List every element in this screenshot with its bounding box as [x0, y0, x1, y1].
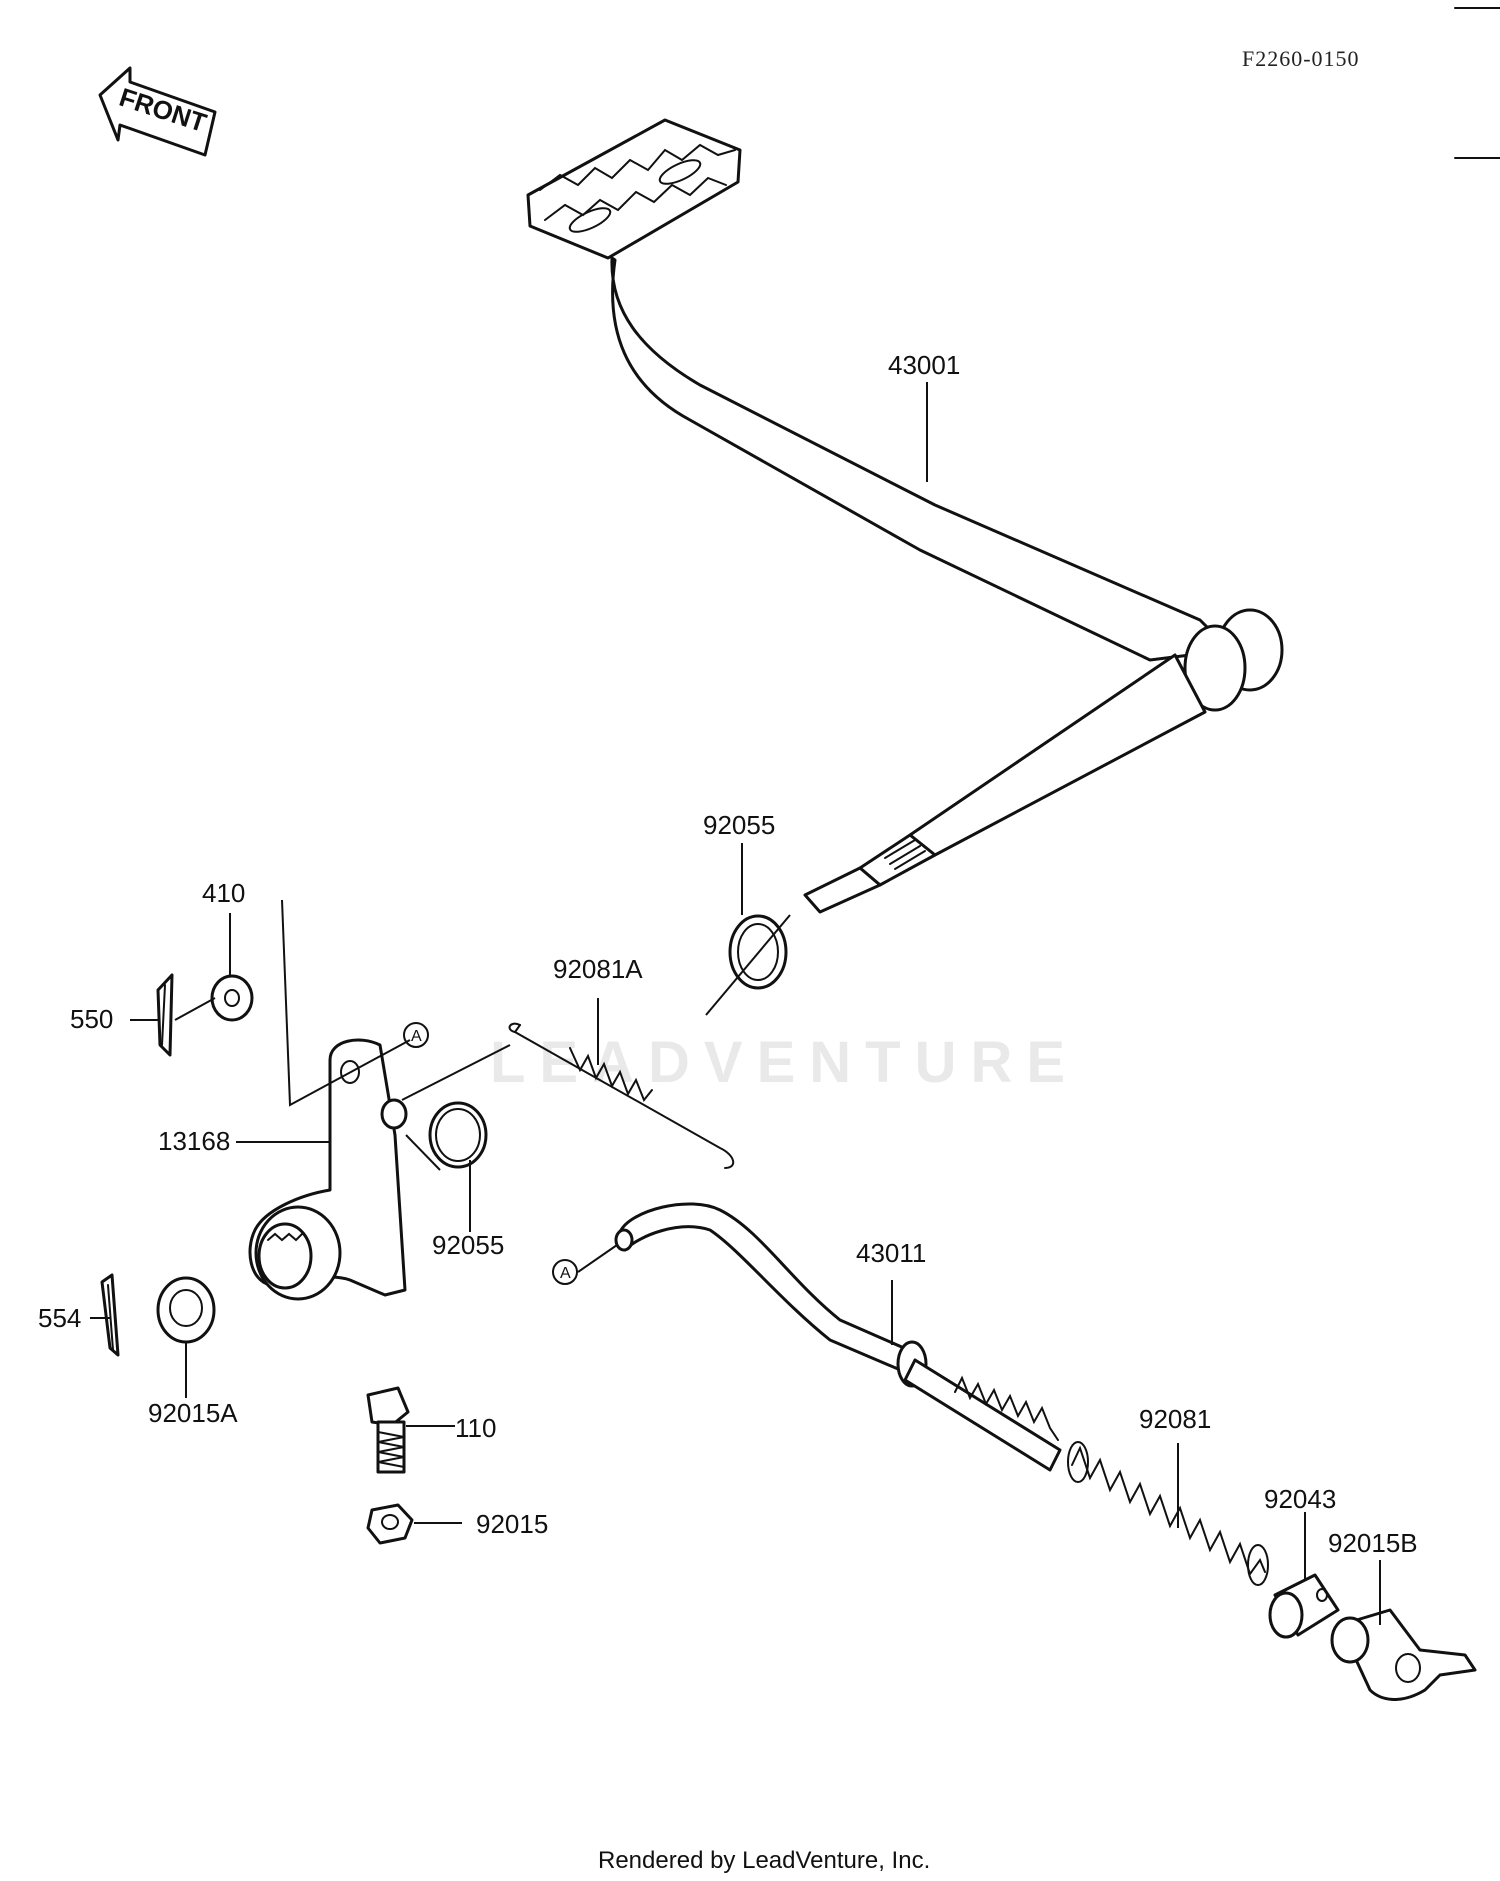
- svg-text:A: A: [560, 1265, 571, 1282]
- cotter-pin-554: [100, 1273, 120, 1357]
- nut-92015A: [156, 1276, 216, 1344]
- diagram-code: F2260-0150: [1242, 46, 1360, 71]
- label-13168: 13168: [158, 1126, 230, 1156]
- lever-13168: [248, 1038, 408, 1301]
- ref-marker-a-bottom: A: [552, 1259, 578, 1285]
- label-110: 110: [455, 1413, 496, 1443]
- brake-pedal-part: [526, 118, 1284, 914]
- brake-rod-43011: [614, 1202, 1062, 1472]
- label-92015B: 92015B: [1328, 1528, 1418, 1558]
- label-92015A: 92015A: [148, 1398, 238, 1428]
- label-43001: 43001: [888, 350, 960, 380]
- label-92055-mid: 92055: [432, 1230, 504, 1260]
- label-92055-top: 92055: [703, 810, 775, 840]
- ref-marker-a-top: A: [403, 1022, 429, 1048]
- svg-text:A: A: [411, 1028, 422, 1045]
- spring-92081A: [508, 1022, 735, 1169]
- collar-92043: [1268, 1573, 1340, 1639]
- front-arrow-icon: FRONT: [98, 66, 217, 157]
- label-92015: 92015: [476, 1509, 548, 1539]
- cotter-pin-550: [156, 973, 174, 1057]
- label-550: 550: [70, 1004, 113, 1034]
- oring-92055-mid: [428, 1101, 488, 1169]
- spring-92081: [1067, 1441, 1269, 1586]
- washer-410: [210, 974, 254, 1022]
- wing-nut-92015B: [1330, 1608, 1477, 1701]
- watermark-text: LEADVENTURE: [490, 1030, 1079, 1095]
- label-92043: 92043: [1264, 1484, 1336, 1514]
- label-554: 554: [38, 1303, 81, 1333]
- label-410: 410: [202, 878, 245, 908]
- label-92081: 92081: [1139, 1404, 1211, 1434]
- leader-lines: [90, 382, 1381, 1625]
- label-92081A: 92081A: [553, 954, 643, 984]
- label-43011: 43011: [856, 1238, 926, 1268]
- footer-credit: Rendered by LeadVenture, Inc.: [598, 1847, 930, 1874]
- nut-92015: [366, 1503, 414, 1545]
- bolt-110: [366, 1386, 410, 1474]
